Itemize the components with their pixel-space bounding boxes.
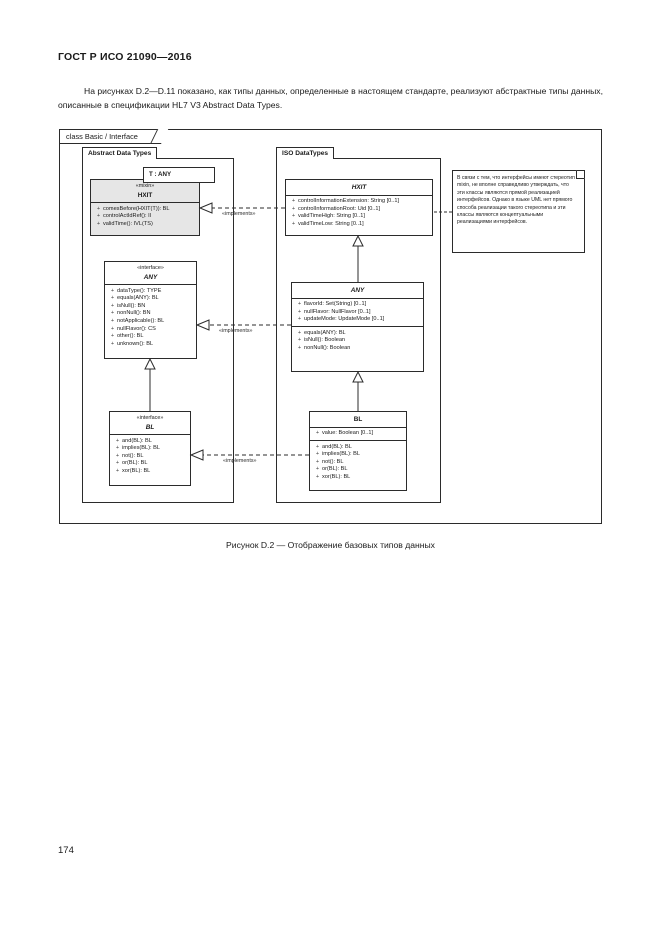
class-member: +or(BL): BL bbox=[115, 460, 148, 467]
operations-compartment-abstract-bl: +and(BL): BL +implies(BL): BL +not(): BL… bbox=[110, 435, 190, 478]
class-member: +comesBefore(HXIT(T)): BL bbox=[96, 205, 170, 212]
template-parameter-box: T : ANY bbox=[143, 167, 215, 183]
class-name-abstract-any: ANY bbox=[143, 273, 158, 281]
class-member: +isNull(): BN bbox=[110, 302, 146, 309]
class-member: +nonNull(): BN bbox=[110, 310, 151, 317]
class-stereotype-abstract-hxit: «mixin» bbox=[135, 183, 155, 189]
class-member: +validTimeHigh: String [0..1] bbox=[291, 213, 365, 220]
class-member: +other(): BL bbox=[110, 333, 144, 340]
attributes-compartment-iso-hxit: +controlInformationExtension: String [0.… bbox=[286, 196, 432, 231]
operations-compartment-abstract-any: +dataType(): TYPE +equals(ANY): BL +isNu… bbox=[105, 285, 196, 351]
edge-label-implements-3: «implements» bbox=[223, 458, 257, 464]
operations-compartment-iso-bl: +and(BL): BL +implies(BL): BL +not(): BL… bbox=[310, 440, 406, 484]
class-member: +controlInformationExtension: String [0.… bbox=[291, 198, 400, 205]
diagram-note: В связи с тем, что интерфейсы имеют стер… bbox=[452, 170, 585, 253]
class-box-iso-hxit[interactable]: HXIT +controlInformationExtension: Strin… bbox=[285, 179, 433, 236]
class-name-iso-any: ANY bbox=[350, 287, 365, 294]
class-name-abstract-hxit: HXIT bbox=[137, 191, 153, 199]
intro-paragraph: На рисунках D.2—D.11 показано, как типы … bbox=[58, 86, 603, 110]
class-stereotype-abstract-bl: «interface» bbox=[136, 415, 164, 421]
attributes-compartment-iso-bl: +value: Boolean [0..1] bbox=[310, 428, 406, 441]
class-header-iso-hxit: HXIT bbox=[286, 180, 432, 196]
class-member: +not(): BL bbox=[315, 458, 344, 465]
document-standard-header: ГОСТ Р ИСО 21090—2016 bbox=[58, 51, 192, 63]
class-name-iso-bl: BL bbox=[353, 416, 363, 423]
class-member: +controlActIdRef(): II bbox=[96, 213, 152, 220]
class-member: +validTimeLow: String [0..1] bbox=[291, 220, 364, 227]
class-member: +implies(BL): BL bbox=[115, 445, 160, 452]
class-header-iso-any: ANY bbox=[292, 283, 423, 299]
class-member: +nonNull(): Boolean bbox=[297, 345, 351, 352]
class-box-abstract-bl[interactable]: «interface» BL +and(BL): BL +implies(BL)… bbox=[109, 411, 191, 486]
package-iso-datatypes-title: ISO DataTypes bbox=[276, 147, 335, 159]
class-box-iso-any[interactable]: ANY +flavorId: Set(String) [0..1] +nullF… bbox=[291, 282, 424, 372]
class-box-abstract-hxit[interactable]: «mixin» HXIT +comesBefore(HXIT(T)): BL +… bbox=[90, 179, 200, 236]
operations-compartment-iso-any: +equals(ANY): BL +isNull(): Boolean +non… bbox=[292, 326, 423, 355]
class-member: +nullFlavor: NullFlavor [0..1] bbox=[297, 308, 371, 315]
class-member: +notApplicable(): BL bbox=[110, 318, 165, 325]
class-member: +unknown(): BL bbox=[110, 340, 154, 347]
class-member: +flavorId: Set(String) [0..1] bbox=[297, 301, 367, 308]
package-abstract-data-types-title: Abstract Data Types bbox=[82, 147, 158, 159]
class-box-abstract-any[interactable]: «interface» ANY +dataType(): TYPE +equal… bbox=[104, 261, 197, 359]
edge-label-implements-1: «implements» bbox=[222, 211, 256, 217]
attributes-compartment-iso-any: +flavorId: Set(String) [0..1] +nullFlavo… bbox=[292, 299, 423, 327]
class-member: +equals(ANY): BL bbox=[297, 329, 346, 336]
class-member: +nullFlavor(): CS bbox=[110, 325, 156, 332]
class-member: +or(BL): BL bbox=[315, 466, 348, 473]
class-member: +and(BL): BL bbox=[115, 437, 152, 444]
class-header-iso-bl: BL bbox=[310, 412, 406, 428]
class-header-abstract-hxit: «mixin» HXIT bbox=[91, 180, 199, 204]
class-header-abstract-any: «interface» ANY bbox=[105, 262, 196, 286]
diagram-frame-label: class Basic / Interface bbox=[60, 130, 161, 144]
class-member: +xor(BL): BL bbox=[115, 468, 151, 475]
class-member: +validTime(): IVL(TS) bbox=[96, 220, 153, 227]
class-stereotype-abstract-any: «interface» bbox=[137, 265, 164, 271]
class-member: +xor(BL): BL bbox=[315, 474, 351, 481]
diagram-note-text: В связи с тем, что интерфейсы имеют стер… bbox=[457, 175, 575, 226]
class-name-iso-hxit: HXIT bbox=[351, 184, 367, 191]
uml-diagram-frame: class Basic / Interface Abstract Data Ty… bbox=[59, 129, 602, 524]
class-member: +and(BL): BL bbox=[315, 443, 352, 450]
figure-caption: Рисунок D.2 — Отображение базовых типов … bbox=[226, 540, 435, 550]
class-header-abstract-bl: «interface» BL bbox=[110, 412, 190, 436]
page-number: 174 bbox=[58, 845, 74, 856]
class-name-abstract-bl: BL bbox=[145, 423, 155, 431]
class-member: +isNull(): Boolean bbox=[297, 337, 346, 344]
class-member: +dataType(): TYPE bbox=[110, 287, 162, 294]
class-member: +controlInformationRoot: Uid [0..1] bbox=[291, 205, 381, 212]
edge-label-implements-2: «implements» bbox=[219, 328, 253, 334]
class-member: +not(): BL bbox=[115, 452, 144, 459]
operations-compartment-abstract-hxit: +comesBefore(HXIT(T)): BL +controlActIdR… bbox=[91, 203, 199, 231]
class-member: +implies(BL): BL bbox=[315, 451, 360, 458]
class-member: +updateMode: UpdateMode [0..1] bbox=[297, 316, 385, 323]
class-member: +equals(ANY): BL bbox=[110, 295, 159, 302]
class-box-iso-bl[interactable]: BL +value: Boolean [0..1] +and(BL): BL +… bbox=[309, 411, 407, 491]
class-member: +value: Boolean [0..1] bbox=[315, 430, 374, 437]
